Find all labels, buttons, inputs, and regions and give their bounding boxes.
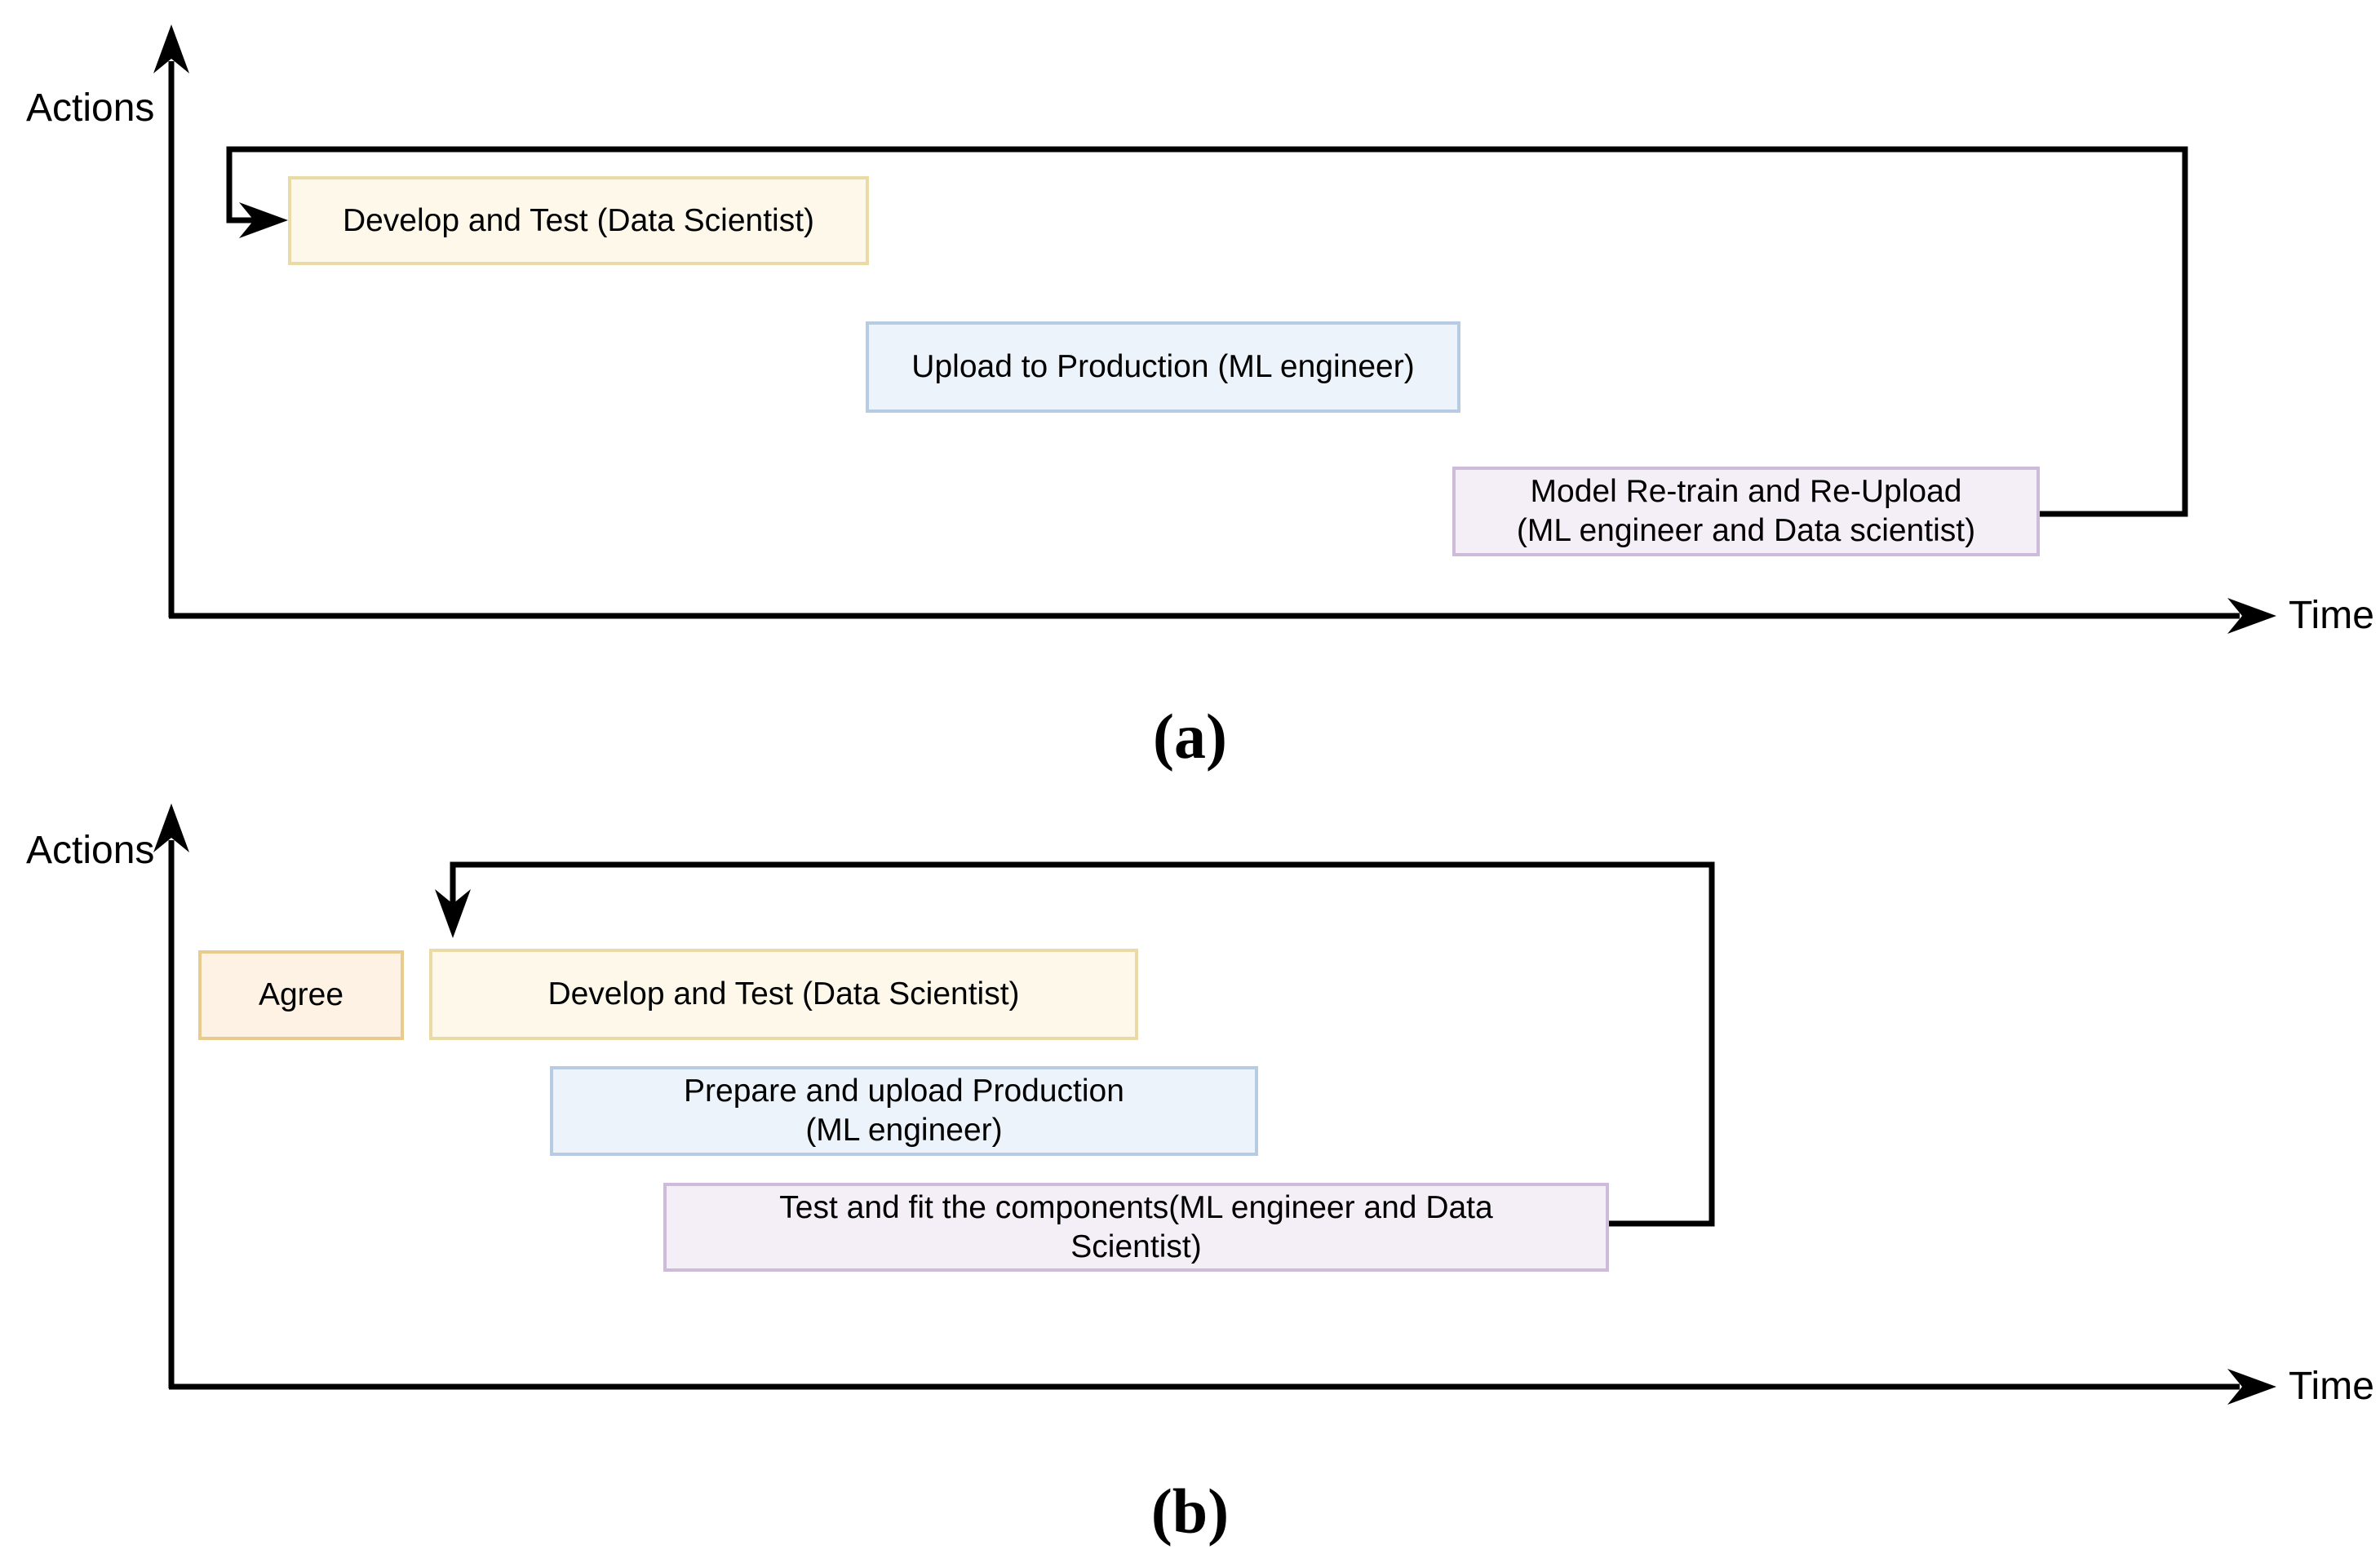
axes-b	[153, 803, 2276, 1405]
x-axis-label-b: Time	[2289, 1365, 2374, 1408]
task-box-develop-b: Develop and Test (Data Scientist)	[429, 949, 1138, 1040]
y-axis-label-b: Actions	[26, 829, 155, 872]
y-axis-arrow-icon-b	[153, 803, 189, 852]
task-box-retrain-a: Model Re-train and Re-Upload (ML enginee…	[1452, 467, 2040, 556]
axes-a	[153, 24, 2276, 634]
task-box-agree-b: Agree	[198, 950, 404, 1040]
task-box-upload-a: Upload to Production (ML engineer)	[866, 321, 1460, 413]
feedback-loop-path-b	[450, 861, 1715, 1227]
x-axis-arrow-icon-b	[2227, 1369, 2276, 1405]
feedback-loop-a	[226, 146, 2188, 517]
caption-b: (b)	[1150, 1476, 1230, 1547]
feedback-loop-path-a	[226, 146, 2188, 517]
x-axis-arrow-icon-a	[2227, 598, 2276, 634]
task-box-test-fit-b: Test and fit the components(ML engineer …	[663, 1183, 1609, 1272]
task-box-prepare-b: Prepare and upload Production (ML engine…	[550, 1066, 1258, 1156]
loop-arrow-down-icon-b	[435, 889, 471, 938]
feedback-loop-b	[435, 861, 1715, 1227]
x-axis-label-a: Time	[2289, 594, 2374, 637]
caption-a: (a)	[1153, 701, 1227, 772]
loop-arrow-right-icon-a	[239, 202, 288, 238]
y-axis-arrow-icon-a	[153, 24, 189, 73]
y-axis-label-a: Actions	[26, 86, 155, 130]
task-box-develop-a: Develop and Test (Data Scientist)	[288, 176, 869, 265]
